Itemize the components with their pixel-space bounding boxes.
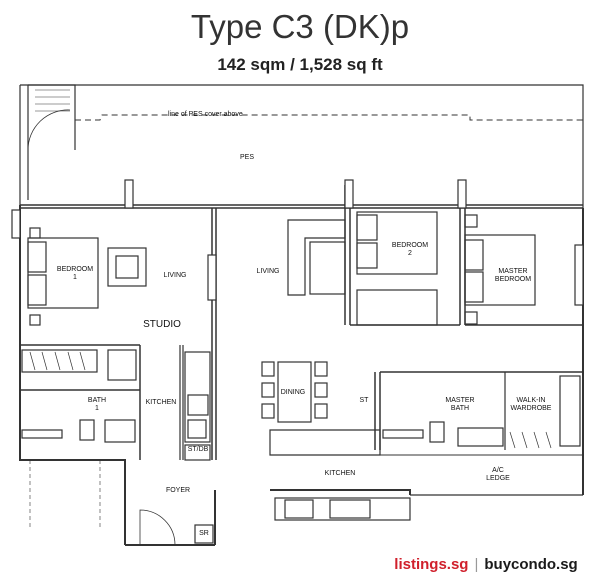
studio-kitchen-label: KITCHEN (145, 399, 177, 406)
foyer-label: FOYER (165, 487, 191, 494)
page-title: Type C3 (DK)p (190, 8, 410, 45)
living-label: LIVING (256, 268, 280, 275)
interior-outer-wall (20, 204, 583, 209)
dining-label: DINING (280, 389, 306, 396)
watermark-footer: listings.sg | buycondo.sg (372, 553, 600, 575)
footer-separator: | (474, 555, 479, 573)
buycondo-link[interactable]: buycondo.sg (484, 555, 578, 573)
listings-link[interactable]: listings.sg (394, 555, 469, 573)
kitchen-label: KITCHEN (324, 470, 356, 477)
pes-cover-line (75, 114, 583, 121)
store-db-label: ST/DB (187, 446, 209, 453)
store-label: ST (359, 397, 369, 404)
entry-stair (19, 84, 76, 205)
studio-living-label: LIVING (163, 272, 187, 279)
unit-area: 142 sqm / 1,528 sq ft (217, 55, 383, 74)
service-room-label: SR (199, 530, 209, 537)
pes-note-label: line of PES cover above (168, 111, 243, 118)
studio-label: STUDIO (143, 319, 181, 330)
pes-label: PES (239, 154, 254, 161)
